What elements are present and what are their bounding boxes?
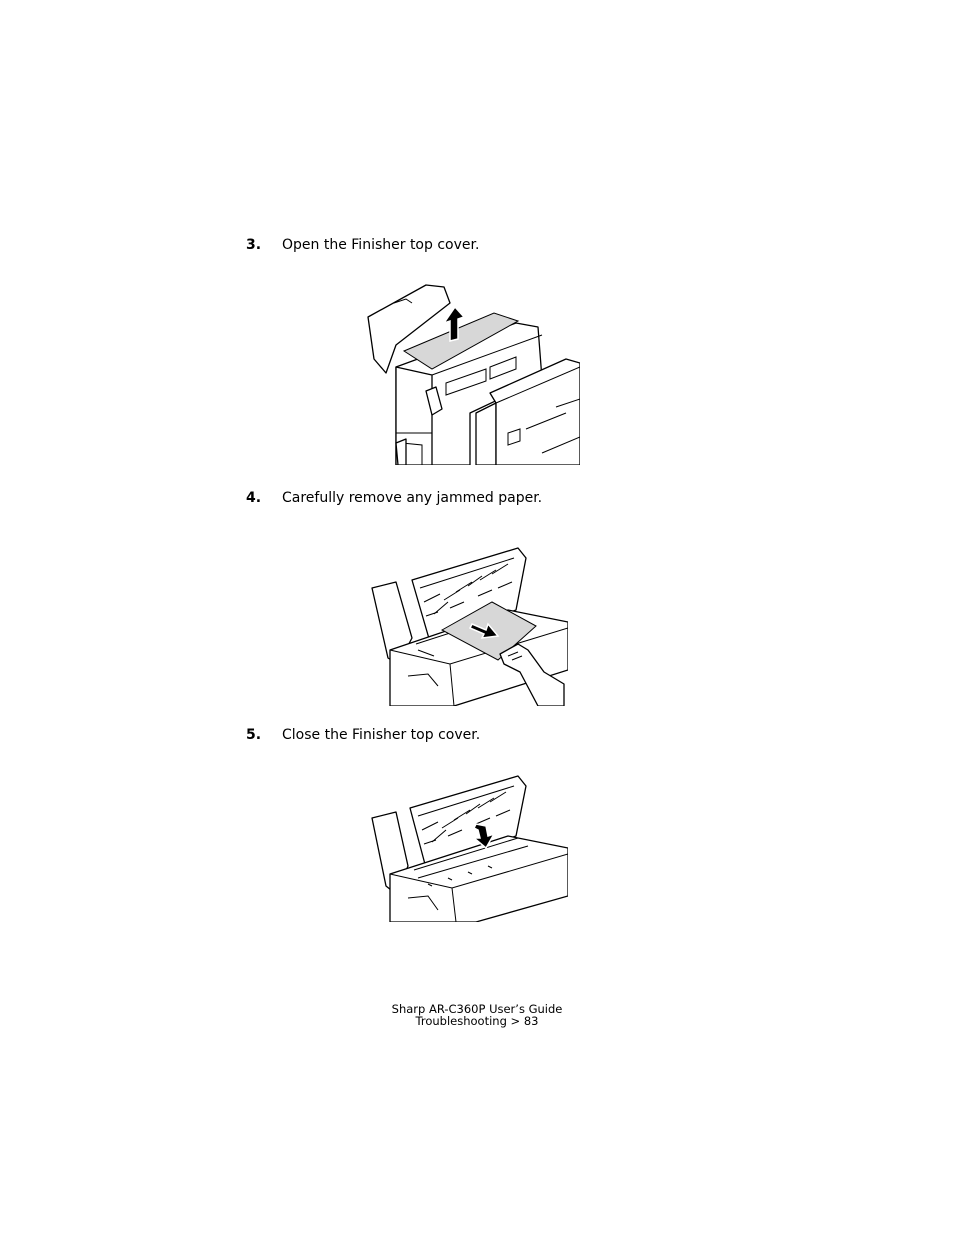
step-number: 5.: [246, 727, 262, 743]
step-3: 3. Open the Finisher top cover.: [0, 234, 954, 256]
step-number: 4.: [246, 490, 262, 506]
close-cover-illustration: [371, 775, 568, 922]
step-4: 4. Carefully remove any jammed paper.: [0, 487, 954, 509]
step-5: 5. Close the Finisher top cover.: [0, 724, 954, 746]
open-cover-illustration: [367, 284, 580, 465]
step-instruction: Close the Finisher top cover.: [282, 727, 481, 743]
step-instruction: Open the Finisher top cover.: [282, 237, 480, 253]
footer-guide-title: Sharp AR-C360P User’s Guide: [391, 1002, 563, 1016]
remove-paper-illustration: [371, 547, 568, 706]
step-number: 3.: [246, 237, 262, 253]
footer-page-reference: Troubleshooting > 83: [415, 1014, 539, 1028]
step-instruction: Carefully remove any jammed paper.: [282, 490, 543, 506]
